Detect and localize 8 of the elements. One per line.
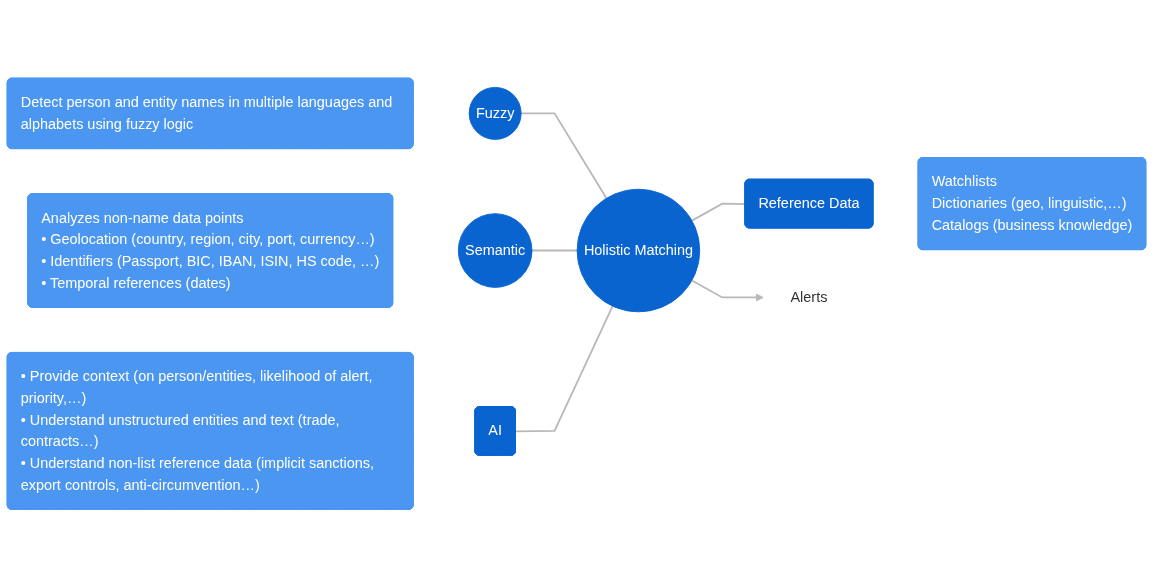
node-circle: Holistic Matching: [576, 188, 701, 313]
node-circle: Semantic: [457, 213, 533, 288]
connector: [531, 249, 578, 252]
connector: [520, 112, 608, 200]
arrow: [691, 279, 764, 302]
node-text: Alerts: [790, 289, 828, 305]
node-circle: Fuzzy: [468, 87, 522, 141]
connector: [515, 305, 614, 433]
